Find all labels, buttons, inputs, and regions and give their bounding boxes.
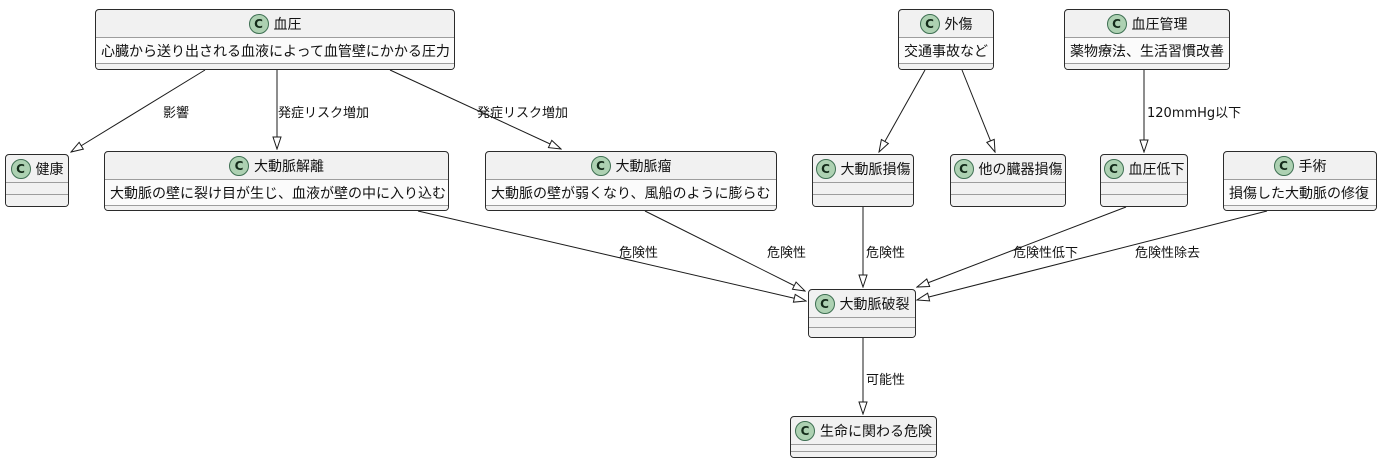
class-title: 大動脈破裂 — [839, 296, 910, 313]
edge-label-risk-removal: 危険性除去 — [1135, 246, 1201, 261]
empty-compartment — [791, 444, 936, 451]
class-icon: C — [10, 158, 31, 179]
class-icon: C — [814, 293, 835, 314]
edge-bplow-rupture — [917, 206, 1127, 287]
class-node-surgery: C 手術 損傷した大動脈の修復 — [1223, 151, 1377, 211]
class-icon: C — [590, 155, 611, 176]
class-node-blood-pressure: C 血圧 心臓から送り出される血液によって血管壁にかかる圧力 — [95, 9, 455, 70]
class-description: 交通事故など — [899, 37, 993, 63]
empty-compartment — [813, 182, 913, 194]
edge-dissection-rupture — [417, 210, 806, 301]
empty-compartment — [486, 205, 776, 210]
class-icon: C — [229, 155, 249, 176]
class-header: C 大動脈破裂 — [809, 290, 915, 317]
edge-bloodpressure-aneurysm — [389, 69, 561, 149]
class-header: C 外傷 — [899, 10, 993, 37]
class-header: C 手術 — [1224, 152, 1376, 179]
empty-compartment — [1101, 182, 1187, 194]
class-icon: C — [1103, 158, 1124, 179]
class-icon: C — [248, 13, 269, 34]
edge-surgery-rupture — [917, 210, 1268, 300]
edge-label-influence: 影響 — [163, 106, 190, 121]
edge-label-onset-risk-increase-1: 発症リスク増加 — [278, 106, 370, 121]
empty-compartment — [899, 63, 993, 69]
empty-compartment — [809, 327, 915, 337]
class-icon: C — [919, 13, 940, 34]
class-title: 他の臓器損傷 — [978, 161, 1063, 178]
class-node-bp-management: C 血圧管理 薬物療法、生活習慣改善 — [1064, 9, 1230, 70]
empty-compartment — [6, 182, 68, 194]
class-description: 心臓から送り出される血液によって血管壁にかかる圧力 — [96, 37, 454, 63]
edge-label-risk-1: 危険性 — [619, 246, 659, 261]
class-title: 大動脈損傷 — [840, 161, 911, 178]
edge-label-risk-2: 危険性 — [767, 246, 807, 261]
empty-compartment — [813, 194, 913, 206]
edge-bloodpressure-health — [71, 69, 206, 152]
class-header: C 大動脈解離 — [105, 152, 448, 179]
empty-compartment — [105, 205, 448, 210]
class-title: 外傷 — [944, 16, 973, 33]
empty-compartment — [96, 63, 454, 69]
class-node-health: C 健康 — [5, 154, 69, 207]
class-header: C 血圧 — [96, 10, 454, 37]
class-node-trauma: C 外傷 交通事故など — [898, 9, 994, 70]
edge-trauma-organinjury — [961, 69, 995, 152]
class-node-aortic-rupture: C 大動脈破裂 — [808, 289, 916, 338]
edge-label-possibility: 可能性 — [866, 373, 906, 388]
edge-trauma-aorticinjury — [879, 69, 926, 152]
empty-compartment — [951, 194, 1065, 206]
empty-compartment — [951, 182, 1065, 194]
class-icon: C — [1106, 13, 1127, 34]
edge-label-risk-reduction: 危険性低下 — [1013, 246, 1079, 261]
edge-label-under-120mmhg: 120mmHg以下 — [1147, 106, 1242, 121]
class-title: 大動脈解離 — [254, 158, 324, 175]
class-node-aortic-aneurysm: C 大動脈瘤 大動脈の壁が弱くなり、風船のように膨らむ — [485, 151, 777, 211]
class-node-other-organ-injury: C 他の臓器損傷 — [950, 154, 1066, 207]
class-header: C 血圧低下 — [1101, 155, 1187, 182]
class-icon: C — [953, 158, 974, 179]
class-description: 損傷した大動脈の修復 — [1224, 179, 1376, 205]
empty-compartment — [1101, 194, 1187, 206]
class-icon: C — [795, 420, 815, 441]
class-title: 血圧管理 — [1131, 16, 1188, 33]
class-title: 健康 — [35, 161, 64, 178]
class-description: 薬物療法、生活習慣改善 — [1065, 37, 1229, 63]
class-header: C 大動脈損傷 — [813, 155, 913, 182]
class-node-aortic-dissection: C 大動脈解離 大動脈の壁に裂け目が生じ、血液が壁の中に入り込む — [104, 151, 449, 211]
empty-compartment — [6, 194, 68, 206]
edge-label-risk-3: 危険性 — [866, 246, 906, 261]
class-title: 血圧低下 — [1128, 161, 1185, 178]
class-title: 手術 — [1298, 158, 1327, 175]
empty-compartment — [791, 451, 936, 457]
class-title: 大動脈瘤 — [615, 158, 672, 175]
edge-label-onset-risk-increase-2: 発症リスク増加 — [477, 106, 569, 121]
class-icon: C — [815, 158, 836, 179]
class-node-life-threatening-danger: C 生命に関わる危険 — [790, 416, 937, 458]
class-description: 大動脈の壁に裂け目が生じ、血液が壁の中に入り込む — [105, 179, 448, 205]
empty-compartment — [1065, 63, 1229, 69]
class-title: 血圧 — [273, 16, 302, 33]
class-title: 生命に関わる危険 — [820, 423, 932, 440]
empty-compartment — [1224, 205, 1376, 210]
class-header: C 血圧管理 — [1065, 10, 1229, 37]
class-header: C 他の臓器損傷 — [951, 155, 1065, 182]
class-node-aortic-injury: C 大動脈損傷 — [812, 154, 914, 207]
empty-compartment — [809, 317, 915, 327]
class-description: 大動脈の壁が弱くなり、風船のように膨らむ — [486, 179, 776, 205]
edge-aneurysm-rupture — [644, 210, 805, 291]
class-header: C 健康 — [6, 155, 68, 182]
class-header: C 大動脈瘤 — [486, 152, 776, 179]
class-icon: C — [1273, 155, 1294, 176]
class-header: C 生命に関わる危険 — [791, 417, 936, 444]
class-node-bp-drop: C 血圧低下 — [1100, 154, 1188, 207]
